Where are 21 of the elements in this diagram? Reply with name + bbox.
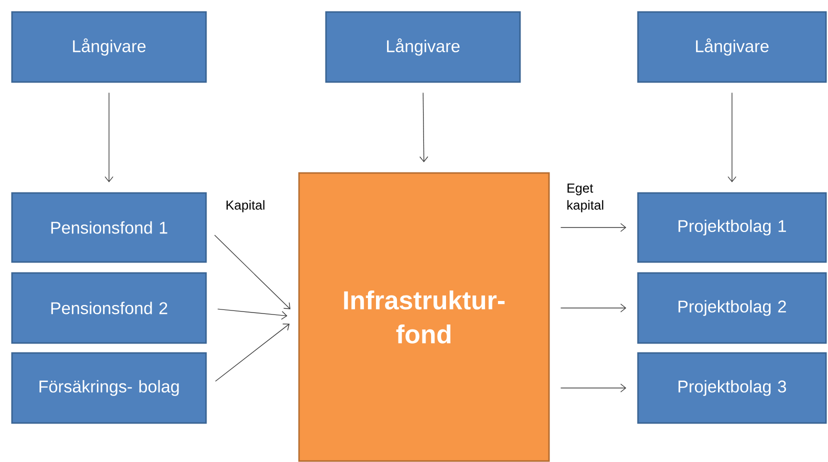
process-box: Pensionsfond 2: [11, 272, 207, 344]
arrow: [214, 234, 290, 310]
arrow: [560, 223, 626, 232]
edge-label: Kapital: [226, 200, 264, 212]
process-box: Långivare: [11, 11, 207, 83]
arrow: [560, 384, 626, 392]
arrow: [560, 304, 626, 312]
arrow: [215, 324, 290, 382]
fund-box: Infrastruktur- fond: [298, 172, 550, 462]
process-box: Pensionsfond 1: [11, 192, 207, 263]
arrow: [104, 92, 114, 182]
process-box: Projektbolag 2: [637, 272, 827, 344]
process-box: Långivare: [637, 11, 827, 83]
process-box: Projektbolag 3: [637, 352, 827, 424]
arrow: [217, 308, 288, 320]
process-box: Projektbolag 1: [637, 192, 827, 263]
arrow: [728, 92, 736, 182]
edge-label: Eget kapital: [567, 184, 604, 212]
process-box: Långivare: [325, 11, 521, 83]
process-box: Försäkrings- bolag: [11, 352, 207, 424]
arrow: [419, 92, 428, 162]
